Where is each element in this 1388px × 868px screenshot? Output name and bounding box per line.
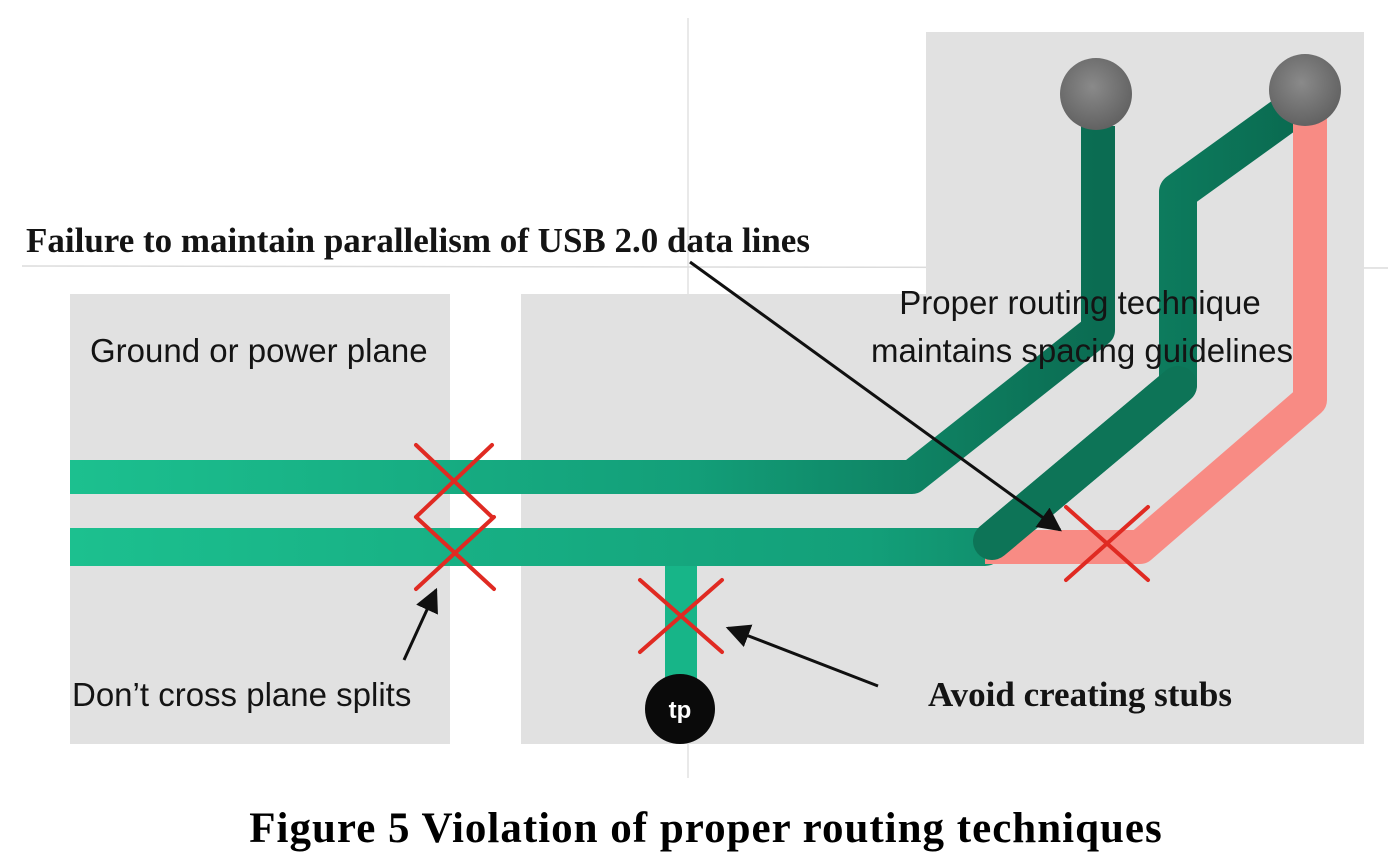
arrow-parallelism	[689, 260, 1062, 532]
label-plane-splits: Don’t cross plane splits	[72, 676, 411, 713]
label-stubs: Avoid creating stubs	[928, 675, 1232, 714]
cross-mark-plane-split-top	[414, 443, 494, 519]
trace-lower-diagonal	[973, 366, 1197, 560]
arrow-plane-splits	[402, 587, 438, 661]
arrows	[402, 260, 1062, 688]
trace-upper	[70, 126, 1115, 494]
cross-mark-plane-split-bottom	[414, 515, 496, 591]
violation-marks	[414, 443, 1150, 654]
label-ground-plane: Ground or power plane	[90, 332, 428, 369]
ground-plane-left	[70, 294, 450, 744]
label-proper-routing-line2: maintains spacing guidelines	[871, 332, 1293, 369]
label-proper-routing-line1: Proper routing technique	[899, 284, 1260, 321]
pad-left	[1060, 58, 1132, 130]
arrow-stubs	[725, 624, 879, 688]
label-parallelism: Failure to maintain parallelism of USB 2…	[26, 221, 810, 260]
cross-mark-stub	[638, 578, 724, 654]
cross-mark-parallelism	[1064, 505, 1150, 582]
figure-caption: Figure 5 Violation of proper routing tec…	[249, 805, 1162, 852]
test-point	[645, 674, 715, 744]
plane-right	[521, 294, 1364, 744]
trace-violation	[985, 104, 1327, 564]
pad-right	[1269, 54, 1341, 126]
test-point-label: tp	[669, 697, 692, 724]
